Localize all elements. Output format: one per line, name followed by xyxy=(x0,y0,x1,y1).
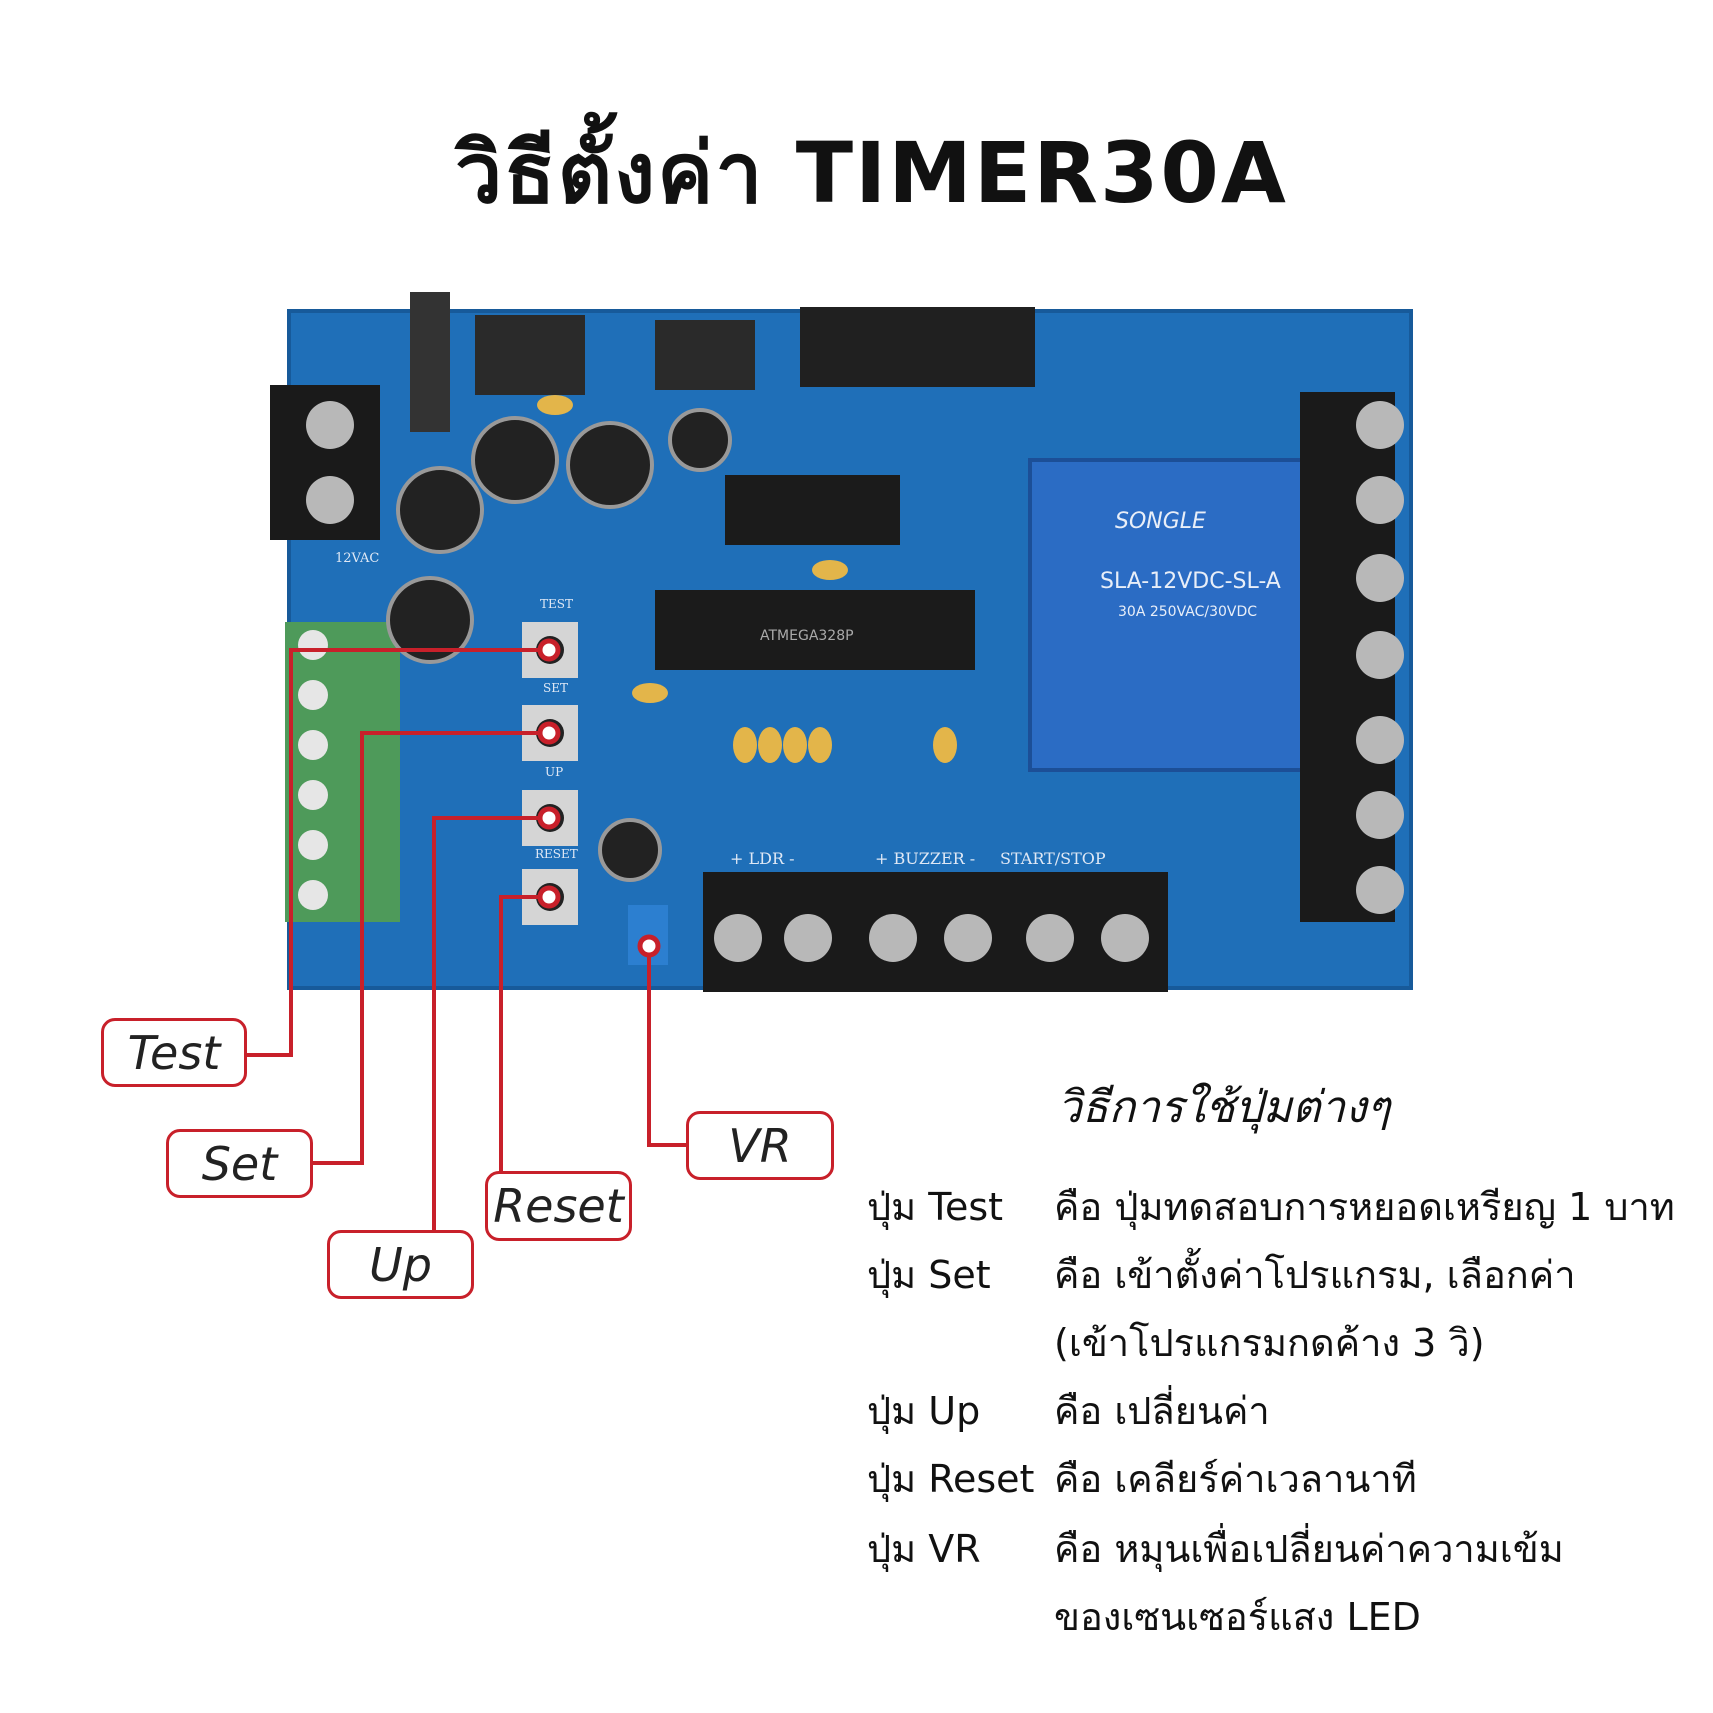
instruction-label: ปุ่ม Set xyxy=(867,1253,991,1297)
callout-vr: VR xyxy=(686,1111,834,1180)
pcb-label-power: 12VAC xyxy=(335,551,379,566)
leader-dots xyxy=(537,638,661,958)
pcb-label-test: TEST xyxy=(540,597,573,611)
callout-up: Up xyxy=(327,1230,474,1299)
pcb-label-reset: RESET xyxy=(535,847,578,861)
bottom-terminal xyxy=(703,872,1168,992)
instruction-desc: คือ หมุนเพื่อเปลี่ยนค่าความเข้ม xyxy=(1054,1527,1564,1571)
callout-test: Test xyxy=(101,1018,247,1087)
relay: SONGLE SLA-12VDC-SL-A 30A 250VAC/30VDC xyxy=(1028,458,1347,772)
instruction-desc: คือ เปลี่ยนค่า xyxy=(1054,1389,1270,1433)
instruction-desc: (เข้าโปรแกรมกดค้าง 3 วิ) xyxy=(1054,1321,1485,1365)
ceramic-capacitors xyxy=(537,395,957,763)
relay-terminal xyxy=(1300,392,1404,922)
instructions-heading: วิธีการใช้ปุ่มต่างๆ xyxy=(1057,1082,1391,1133)
pcb-label-buzzer: + BUZZER - xyxy=(875,849,975,868)
atmega-chip xyxy=(655,590,975,670)
instruction-label: ปุ่ม VR xyxy=(867,1527,981,1571)
pin-header xyxy=(800,307,1035,387)
instruction-label: ปุ่ม Reset xyxy=(867,1457,1035,1501)
instruction-desc: ของเซนเซอร์แสง LED xyxy=(1054,1595,1421,1639)
pcb-label-start-stop: START/STOP xyxy=(1000,849,1106,868)
power-terminal xyxy=(270,385,380,540)
pcb-label-up: UP xyxy=(545,765,563,779)
pcb-label-ldr: + LDR - xyxy=(730,849,794,868)
callout-set: Set xyxy=(166,1129,313,1198)
callout-reset: Reset xyxy=(485,1171,632,1241)
capacitors xyxy=(386,408,732,882)
relay-rating: 30A 250VAC/30VDC xyxy=(1118,604,1257,620)
instruction-label: ปุ่ม Up xyxy=(867,1389,981,1433)
instruction-desc: คือ ปุ่มทดสอบการหยอดเหรียญ 1 บาท xyxy=(1054,1185,1675,1229)
green-terminal xyxy=(285,622,400,922)
relay-brand: SONGLE xyxy=(1115,509,1206,534)
page-title: วิธีตั้งค่า TIMER30A xyxy=(455,124,1288,222)
instruction-label: ปุ่ม Test xyxy=(867,1185,1004,1229)
instruction-desc: คือ เข้าตั้งค่าโปรแกรม, เลือกค่า xyxy=(1054,1253,1576,1297)
relay-model: SLA-12VDC-SL-A xyxy=(1100,569,1281,594)
leader-lines xyxy=(247,648,686,1230)
instruction-desc: คือ เคลียร์ค่าเวลานาที xyxy=(1054,1457,1417,1501)
heatsink xyxy=(410,292,450,432)
chip-label: ATMEGA328P xyxy=(760,628,854,644)
ic-chip-small xyxy=(725,475,900,545)
pcb-label-set: SET xyxy=(543,681,568,695)
